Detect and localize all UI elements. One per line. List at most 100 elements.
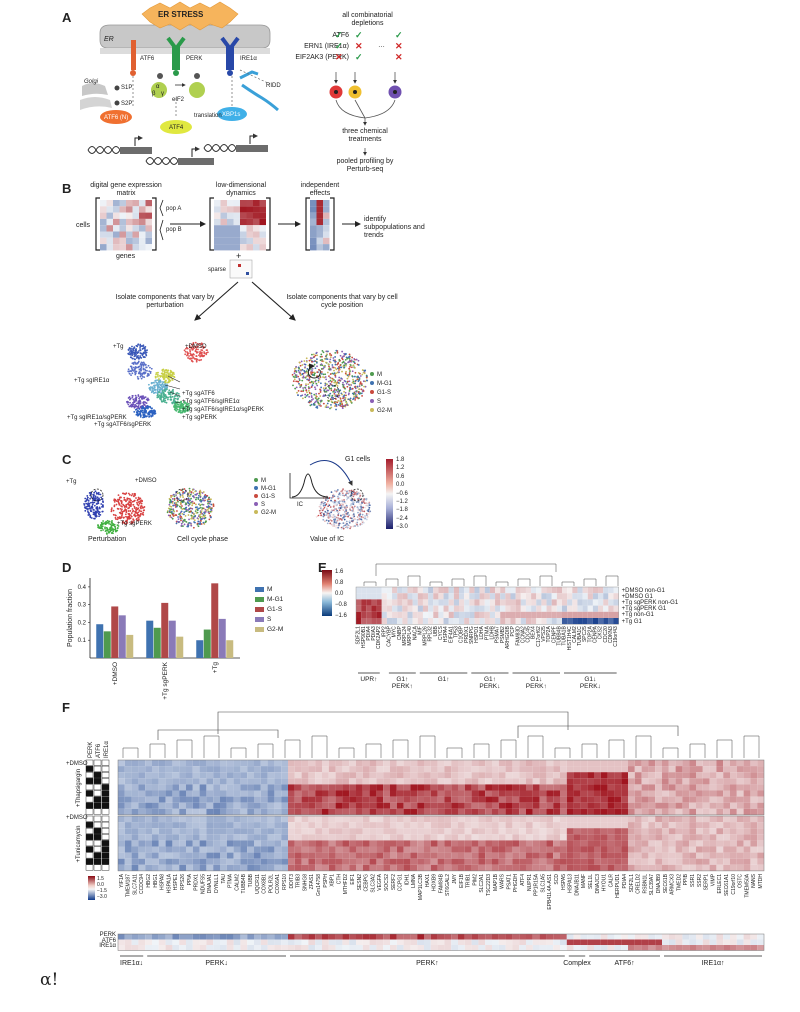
heatmap-cell	[562, 611, 568, 618]
heatmap-cell-tunicamycin	[179, 816, 186, 823]
heatmap-cell-tunicamycin	[451, 816, 458, 823]
tsne-cc-point	[344, 359, 347, 361]
heatmap-cell-tunicamycin	[668, 828, 676, 835]
tsne-cc-point	[305, 389, 308, 392]
tsne-label: +Tg sgIRE1α	[74, 378, 110, 384]
dendrogram-branch	[338, 747, 355, 758]
c-point	[101, 504, 104, 506]
heatmap-cell-thapsigargin	[124, 802, 132, 809]
dendrogram-branch	[157, 729, 279, 740]
c-ic-point	[331, 500, 334, 503]
tsne-point	[141, 407, 144, 410]
heatmap-cell	[464, 611, 470, 618]
heatmap-cell	[587, 618, 593, 625]
heatmap-cell-tunicamycin	[675, 816, 683, 823]
heatmap-cell-thapsigargin	[444, 796, 452, 803]
c-ic-point	[368, 503, 371, 505]
heatmap-cell-tunicamycin	[417, 834, 424, 841]
tsne-cc-point	[347, 393, 350, 396]
tsne-point	[161, 374, 164, 376]
c-ic-point	[353, 498, 356, 501]
heatmap-cell-thapsigargin	[294, 760, 302, 767]
tsne-point	[132, 370, 135, 372]
heatmap-cell	[495, 587, 501, 594]
tsne-point	[164, 397, 167, 400]
gene-label: MYC	[392, 626, 398, 638]
heatmap-cell	[520, 587, 526, 594]
tsne-cc-point	[338, 376, 341, 379]
heatmap-cell-tunicamycin	[668, 834, 676, 841]
dendrogram-branch	[517, 725, 679, 738]
heatmap-cell-tunicamycin	[186, 834, 193, 841]
tsne-point	[142, 367, 145, 370]
c-point	[118, 498, 121, 501]
heatmap-cell-tunicamycin	[247, 828, 254, 835]
heatmap-cell-thapsigargin	[648, 760, 656, 767]
heatmap-cell-thapsigargin	[308, 760, 316, 767]
tsne-point	[164, 383, 167, 385]
matrix-cell	[145, 218, 152, 226]
heatmap-cell-tunicamycin	[730, 828, 737, 835]
heatmap-cell-thapsigargin	[451, 766, 458, 773]
heatmap-cell	[479, 599, 485, 606]
c-cc-point	[198, 522, 201, 525]
heatmap-cell-tunicamycin	[709, 816, 717, 823]
heatmap-cell-thapsigargin	[634, 772, 642, 779]
heatmap-cell	[448, 618, 454, 625]
heatmap-cell-thapsigargin	[451, 802, 458, 809]
tsne-cc-point	[320, 353, 323, 356]
c-point	[109, 523, 112, 526]
matrix-cell	[316, 218, 323, 226]
heatmap-cell-thapsigargin	[410, 790, 418, 797]
tsne-point	[183, 407, 186, 410]
heatmap-cell-tunicamycin	[362, 816, 370, 823]
tsne-point	[176, 403, 179, 406]
heatmap-cell-thapsigargin	[444, 802, 452, 809]
dendrogram-branch	[517, 578, 531, 586]
tsne-point	[139, 410, 141, 413]
heatmap-row-label: +DMSO non-G1	[621, 587, 665, 594]
tsne-cc-point	[346, 380, 349, 383]
c-ic-point	[320, 511, 323, 514]
c-point	[113, 500, 116, 503]
atf4-label: ATF4	[169, 125, 184, 131]
tsne-cc-point	[337, 382, 340, 384]
heatmap-cell	[443, 605, 449, 612]
c-ic-point	[322, 513, 325, 516]
tsne-point	[137, 366, 140, 369]
heatmap-cell-thapsigargin	[600, 760, 608, 767]
heatmap-cell-thapsigargin	[702, 766, 710, 773]
heatmap-cell	[603, 611, 609, 618]
tsne-point	[137, 356, 140, 359]
tsne-point	[150, 367, 153, 370]
tsne-point	[157, 396, 160, 399]
c-point	[124, 508, 127, 511]
c-point	[95, 515, 97, 518]
heatmap-cell-thapsigargin	[274, 790, 282, 797]
c-ic-point	[359, 508, 362, 511]
heatmap-cell-thapsigargin	[165, 802, 173, 809]
heatmap-cell-thapsigargin	[417, 772, 424, 779]
heatmap-cell-tunicamycin	[532, 816, 540, 823]
heatmap-cell-thapsigargin	[199, 766, 207, 773]
c-point	[95, 510, 97, 513]
tsne-point	[143, 372, 145, 375]
matrix-cell	[310, 231, 317, 238]
heatmap-cell-thapsigargin	[573, 802, 581, 809]
heatmap-cell-tunicamycin	[702, 828, 710, 835]
heatmap-cell-thapsigargin	[362, 802, 370, 809]
c-point	[128, 506, 131, 509]
c-cc-point	[197, 525, 200, 528]
tsne-point	[159, 386, 162, 389]
heatmap-cell-thapsigargin	[471, 778, 479, 785]
heatmap-border	[117, 759, 765, 816]
tsne-point	[195, 348, 198, 351]
tsne-cc-point	[344, 399, 347, 402]
heatmap-cell	[386, 611, 393, 618]
tsne-label: +Tg sgATF6/sgIRE1α	[182, 399, 240, 405]
tsne-point	[139, 355, 142, 357]
heatmap-cell-thapsigargin	[485, 790, 492, 797]
heatmap-cell-tunicamycin	[403, 828, 411, 835]
heatmap-cell-thapsigargin	[743, 802, 751, 809]
tsne-cc-point	[330, 377, 333, 380]
